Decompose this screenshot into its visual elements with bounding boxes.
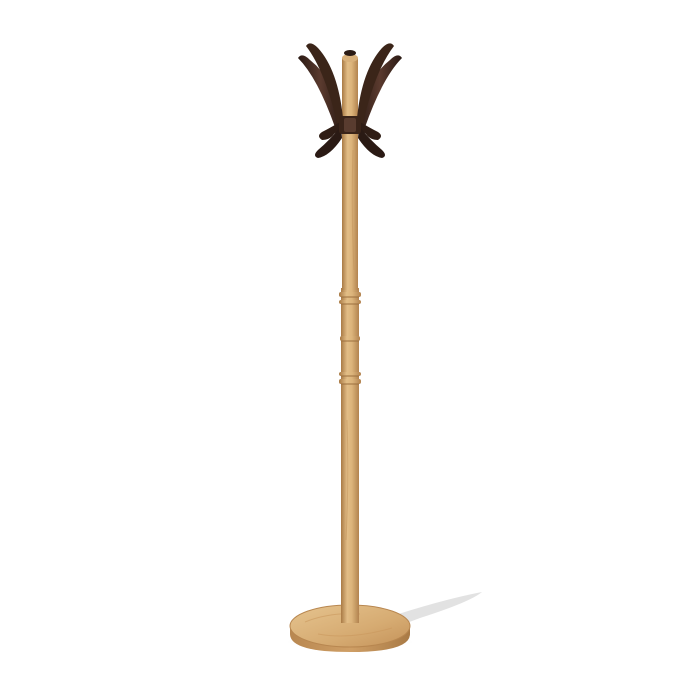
round-base bbox=[289, 604, 411, 652]
hook-icon bbox=[358, 126, 385, 158]
hook-icon bbox=[319, 122, 342, 140]
hook-icon bbox=[298, 55, 343, 130]
hook-icon bbox=[357, 55, 402, 130]
hook-icon bbox=[306, 43, 343, 128]
hook-icon bbox=[358, 122, 381, 140]
hook-icon bbox=[357, 43, 394, 128]
wooden-pole bbox=[339, 50, 361, 623]
hooks bbox=[298, 43, 402, 158]
hook-icon bbox=[315, 126, 342, 158]
